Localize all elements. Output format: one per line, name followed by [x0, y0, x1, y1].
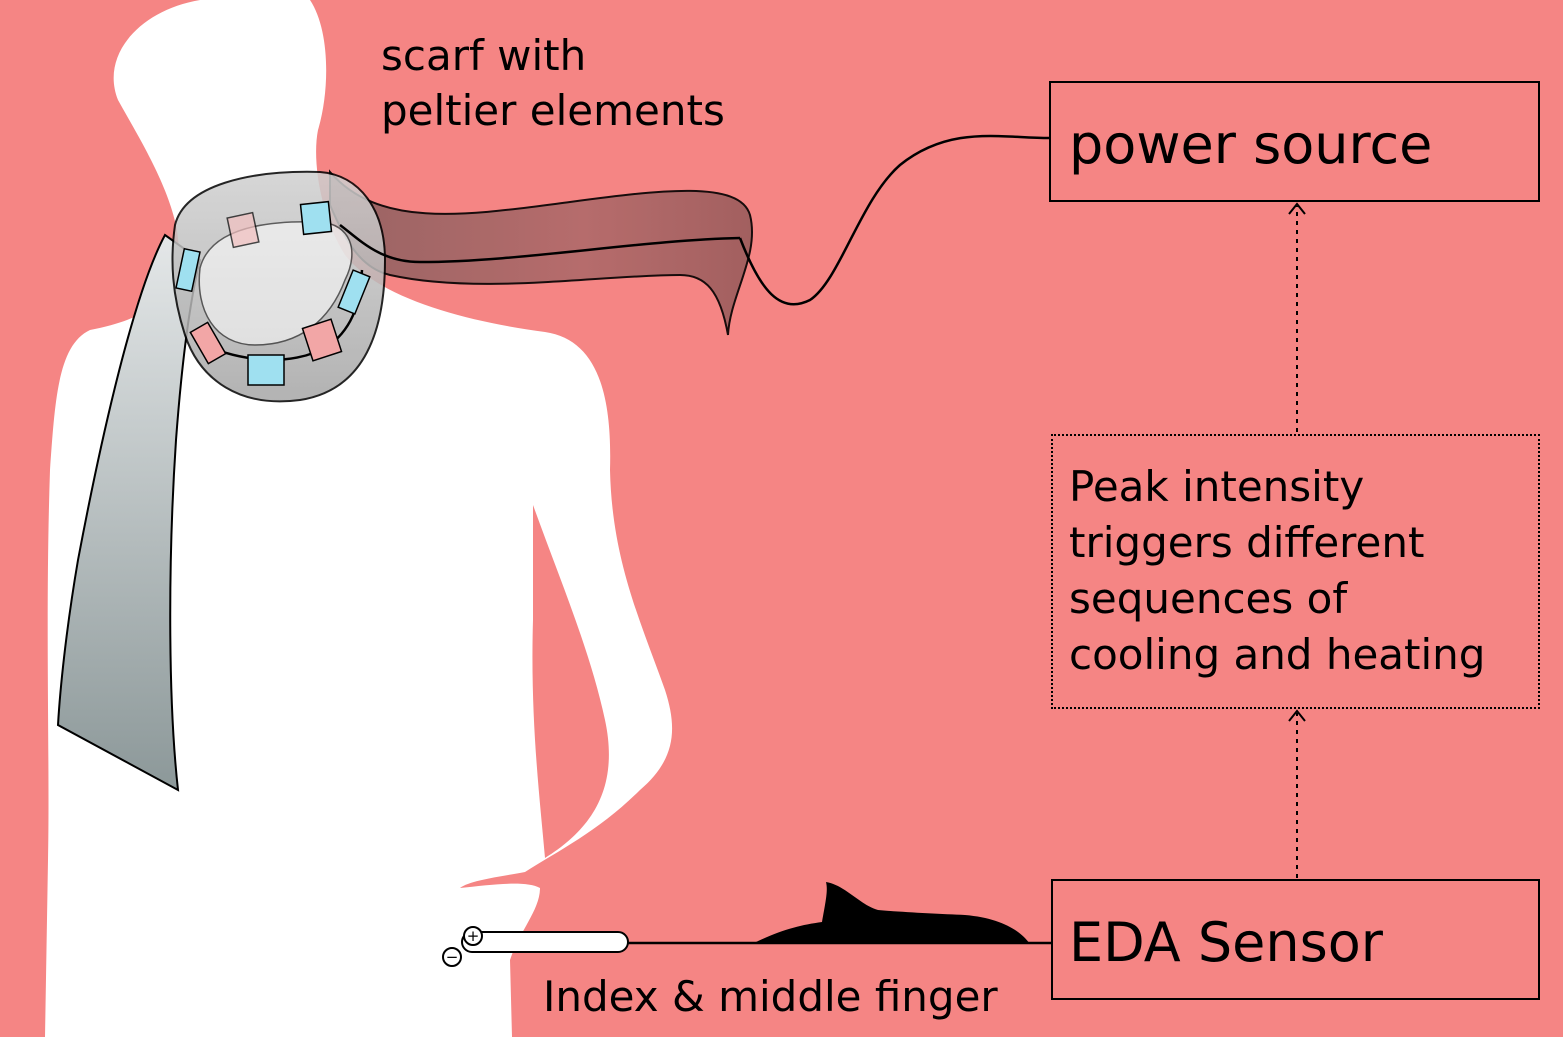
logic-line-2: triggers different	[1069, 518, 1425, 567]
peltier-element-icon	[175, 200, 371, 386]
electrode-plus-icon: +	[463, 926, 483, 946]
scarf-icon	[56, 169, 753, 792]
eda-sensor-label: EDA Sensor	[1069, 911, 1383, 974]
power-source-box: power source	[1049, 81, 1540, 202]
logic-line-3: sequences of	[1069, 574, 1348, 623]
finger-label: Index & middle finger	[543, 972, 998, 1021]
electrode-cable	[461, 931, 1051, 953]
power-source-label: power source	[1069, 113, 1433, 176]
logic-box: Peak intensity triggers different sequen…	[1051, 434, 1540, 709]
svg-text:−: −	[446, 948, 459, 966]
scarf-label-line-2: peltier elements	[381, 86, 725, 135]
electrode-minus-icon: −	[442, 947, 462, 967]
logic-line-1: Peak intensity	[1069, 462, 1365, 511]
svg-text:+: +	[467, 927, 480, 945]
flow-arrows	[1288, 202, 1306, 878]
eda-signal-wave-icon	[752, 882, 1030, 944]
power-cable	[738, 134, 1050, 306]
eda-sensor-box: EDA Sensor	[1051, 879, 1540, 1000]
logic-line-4: cooling and heating	[1069, 630, 1486, 679]
scarf-label-line-1: scarf with	[381, 31, 587, 80]
